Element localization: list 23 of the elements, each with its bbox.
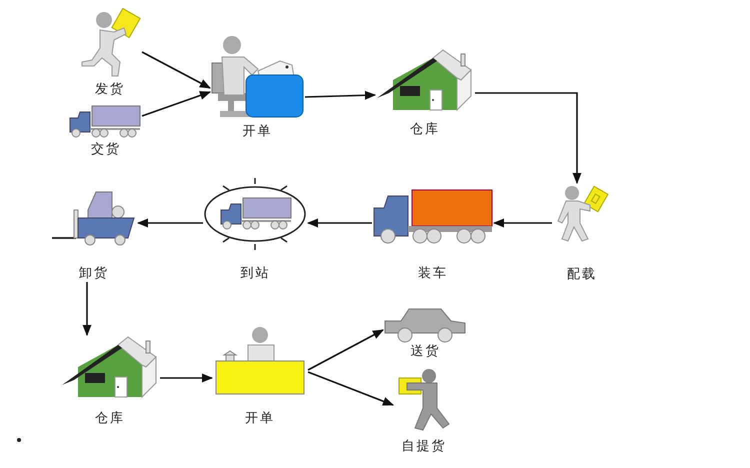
node-label: 发货 [95, 82, 125, 98]
arrow [82, 282, 92, 336]
node-label: 卸货 [79, 266, 109, 282]
arrow [308, 371, 394, 406]
node-label: 开单 [242, 124, 272, 140]
arrow [142, 91, 212, 117]
node-label: 开单 [245, 411, 275, 427]
node-label: 交货 [91, 142, 121, 158]
node-label: 仓库 [95, 411, 125, 427]
arrow [475, 92, 582, 184]
arrow [142, 51, 211, 89]
node-label: 配载 [567, 267, 597, 283]
arrow [306, 218, 372, 228]
arrow [136, 218, 203, 228]
arrow [304, 90, 376, 100]
node-label: 送货 [410, 344, 440, 360]
node-label: 装车 [418, 266, 448, 282]
node-label: 仓库 [410, 122, 440, 138]
arrow [492, 218, 552, 228]
arrow [308, 329, 384, 371]
arrow [160, 374, 214, 382]
node-label: 自提货 [402, 439, 446, 455]
node-label: 到站 [240, 266, 270, 282]
